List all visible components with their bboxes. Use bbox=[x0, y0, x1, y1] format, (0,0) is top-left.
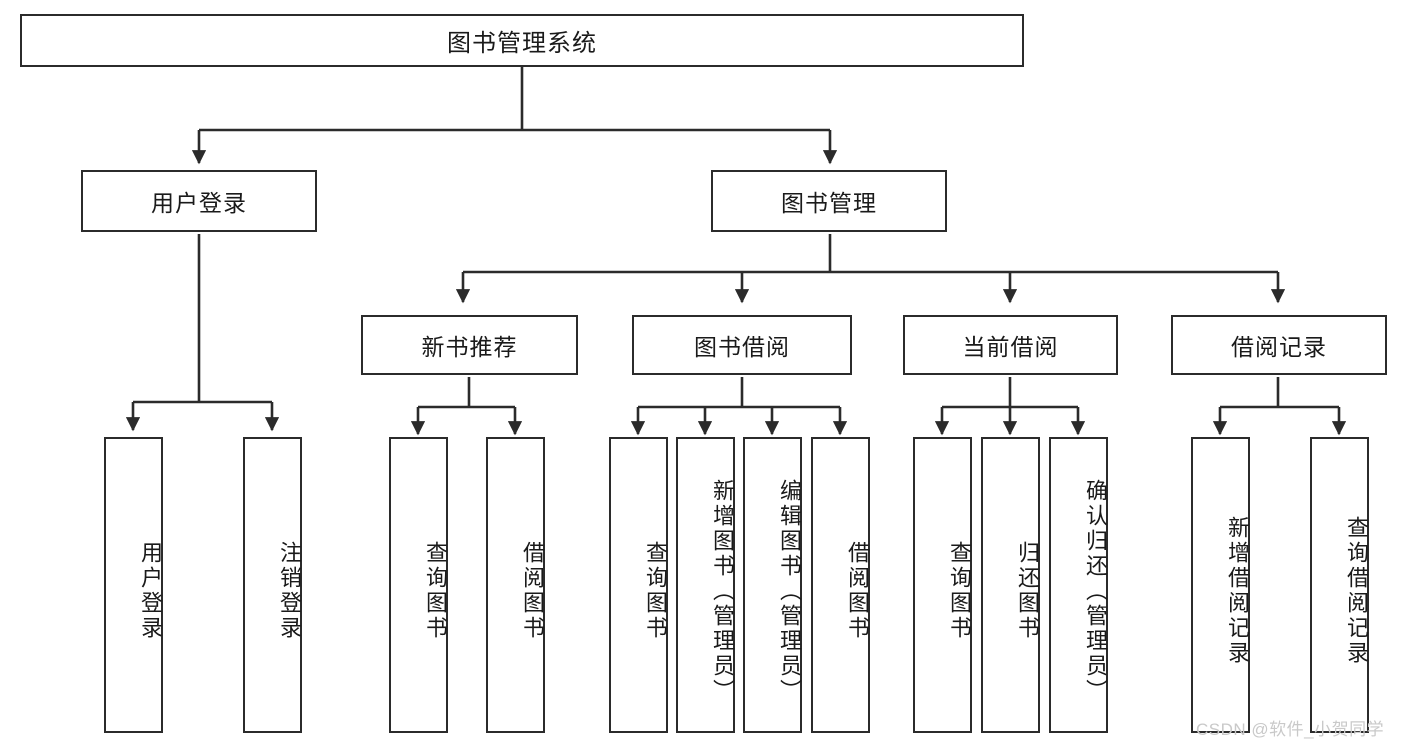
leaf-borrow-add-book-label: 新增图书（管理员） bbox=[710, 478, 735, 704]
leaf-newbook-borrow[interactable]: 借阅图书 bbox=[486, 437, 545, 733]
node-book-management-label: 图书管理 bbox=[781, 190, 877, 216]
leaf-borrow-borrow-book[interactable]: 借阅图书 bbox=[811, 437, 870, 733]
leaf-record-query-label: 查询借阅记录 bbox=[1344, 516, 1369, 666]
node-book-management[interactable]: 图书管理 bbox=[711, 170, 947, 232]
leaf-current-return-label: 归还图书 bbox=[1015, 541, 1040, 641]
leaf-record-add[interactable]: 新增借阅记录 bbox=[1191, 437, 1250, 733]
leaf-borrow-query[interactable]: 查询图书 bbox=[609, 437, 668, 733]
node-new-book-recommend-label: 新书推荐 bbox=[421, 334, 518, 360]
leaf-user-login-label: 用户登录 bbox=[138, 541, 163, 641]
leaf-borrow-borrow-book-label: 借阅图书 bbox=[845, 541, 870, 641]
node-user-login-label: 用户登录 bbox=[151, 190, 247, 216]
leaf-newbook-borrow-label: 借阅图书 bbox=[520, 541, 545, 641]
leaf-user-login[interactable]: 用户登录 bbox=[104, 437, 163, 733]
leaf-user-logout[interactable]: 注销登录 bbox=[243, 437, 302, 733]
node-borrow-record[interactable]: 借阅记录 bbox=[1171, 315, 1387, 375]
leaf-record-add-label: 新增借阅记录 bbox=[1225, 516, 1250, 666]
leaf-user-logout-label: 注销登录 bbox=[277, 541, 302, 641]
node-current-borrow-label: 当前借阅 bbox=[962, 334, 1059, 360]
leaf-current-confirm-return[interactable]: 确认归还（管理员） bbox=[1049, 437, 1108, 733]
node-new-book-recommend[interactable]: 新书推荐 bbox=[361, 315, 578, 375]
leaf-current-query-label: 查询图书 bbox=[947, 541, 972, 641]
leaf-current-return[interactable]: 归还图书 bbox=[981, 437, 1040, 733]
node-root[interactable]: 图书管理系统 bbox=[20, 14, 1024, 67]
node-user-login[interactable]: 用户登录 bbox=[81, 170, 317, 232]
leaf-newbook-query[interactable]: 查询图书 bbox=[389, 437, 448, 733]
leaf-record-query[interactable]: 查询借阅记录 bbox=[1310, 437, 1369, 733]
leaf-borrow-add-book[interactable]: 新增图书（管理员） bbox=[676, 437, 735, 733]
node-book-borrow-label: 图书借阅 bbox=[694, 334, 790, 360]
leaf-newbook-query-label: 查询图书 bbox=[423, 541, 448, 641]
leaf-current-confirm-return-label: 确认归还（管理员） bbox=[1083, 478, 1108, 704]
leaf-borrow-edit-book-label: 编辑图书（管理员） bbox=[777, 478, 802, 704]
leaf-current-query[interactable]: 查询图书 bbox=[913, 437, 972, 733]
node-current-borrow[interactable]: 当前借阅 bbox=[903, 315, 1118, 375]
node-borrow-record-label: 借阅记录 bbox=[1231, 334, 1327, 360]
csdn-watermark: CSDN @软件_小贺同学 bbox=[1196, 720, 1385, 739]
node-root-label: 图书管理系统 bbox=[447, 30, 597, 57]
leaf-borrow-edit-book[interactable]: 编辑图书（管理员） bbox=[743, 437, 802, 733]
leaf-borrow-query-label: 查询图书 bbox=[643, 541, 668, 641]
node-book-borrow[interactable]: 图书借阅 bbox=[632, 315, 852, 375]
